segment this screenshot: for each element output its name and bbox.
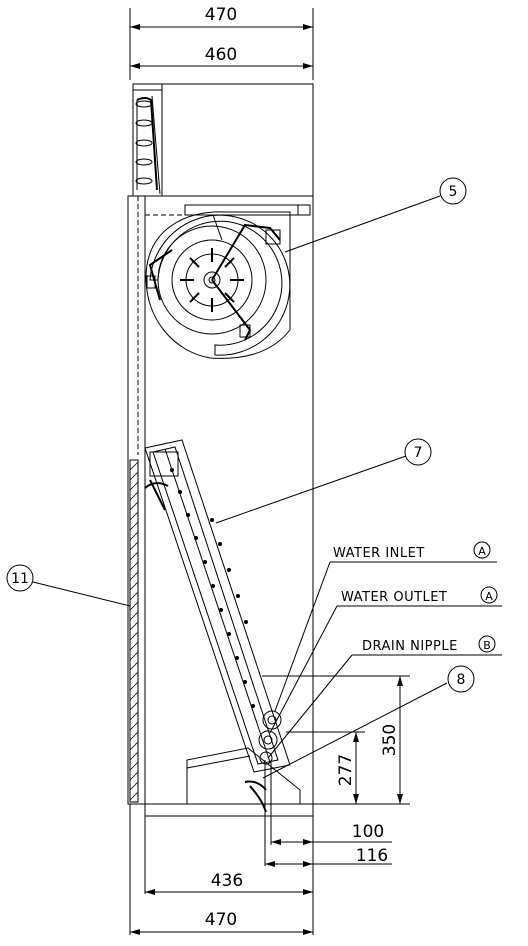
dim-bottom-470: 470 xyxy=(205,910,237,930)
water-outlet-label: WATER OUTLET xyxy=(341,590,447,605)
coil-fin-dots xyxy=(170,468,255,708)
water-outlet-marker: A xyxy=(485,590,493,603)
drain-nipple-marker: B xyxy=(483,639,491,652)
callout-11: 11 xyxy=(6,564,131,607)
callout-8-number: 8 xyxy=(457,672,466,688)
bottom-dimensions: 100 116 436 470 xyxy=(129,760,392,935)
vertical-dimensions: 277 350 xyxy=(262,675,410,805)
drain-nipple-label: DRAIN NIPPLE xyxy=(362,639,458,654)
drain-nipple-label-group: DRAIN NIPPLE B xyxy=(267,635,502,759)
top-dimensions: 470 460 xyxy=(129,5,314,80)
dim-116: 116 xyxy=(356,846,388,866)
dim-100: 100 xyxy=(352,822,384,842)
water-inlet-label: WATER INLET xyxy=(333,546,425,561)
louver-grille xyxy=(135,95,161,195)
side-filter xyxy=(129,459,139,803)
callout-5: 5 xyxy=(284,177,467,253)
dim-436: 436 xyxy=(211,871,243,891)
dim-350: 350 xyxy=(380,724,400,756)
fan-blades xyxy=(180,248,244,312)
water-inlet-marker: A xyxy=(478,545,486,558)
callout-7: 7 xyxy=(215,438,432,524)
dim-top-inner: 460 xyxy=(205,45,237,65)
callout-8: 8 xyxy=(262,665,475,779)
dim-top-outer: 470 xyxy=(205,5,237,25)
dim-277: 277 xyxy=(336,754,356,786)
unit-body xyxy=(127,83,314,817)
blower-fan xyxy=(145,211,291,359)
callout-5-number: 5 xyxy=(449,184,458,200)
water-inlet-label-group: WATER INLET A xyxy=(274,541,497,712)
callout-11-number: 11 xyxy=(11,571,29,587)
coil-assembly xyxy=(144,439,291,813)
water-outlet-label-group: WATER OUTLET A xyxy=(269,586,502,734)
callout-7-number: 7 xyxy=(414,445,423,461)
